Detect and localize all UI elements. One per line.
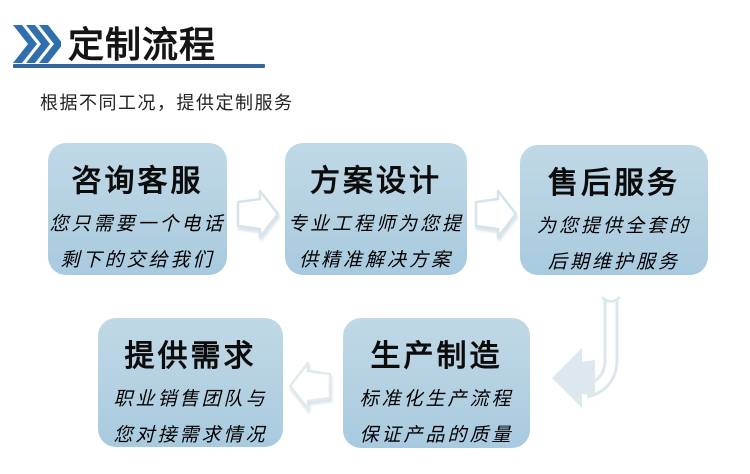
step-title: 售后服务 — [548, 167, 680, 200]
page-title: 定制流程 — [68, 24, 217, 65]
step-description-line: 保证产品的质量 — [359, 424, 514, 446]
arrow-bend-down-left-icon — [552, 292, 621, 408]
subtitle: 根据不同工况，提供定制服务 — [40, 93, 294, 113]
step-title: 生产制造 — [370, 340, 503, 373]
flow-step-requirements: 提供需求 职业销售团队与 您对接需求情况 — [98, 318, 283, 447]
step-description-line: 后期维护服务 — [547, 251, 680, 273]
step-description-line: 剩下的交给我们 — [60, 249, 215, 271]
flow-step-aftersales: 售后服务 为您提供全套的 后期维护服务 — [520, 145, 708, 275]
step-description-line: 供精准解决方案 — [298, 249, 453, 271]
step-description-line: 您只需要一个电话 — [49, 213, 226, 235]
flow-step-manufacturing: 生产制造 标准化生产流程 保证产品的质量 — [343, 318, 530, 448]
arrow-right-icon — [474, 189, 518, 239]
step-description-line: 职业销售团队与 — [113, 388, 268, 410]
flow-step-design: 方案设计 专业工程师为您提 供精准解决方案 — [285, 143, 467, 275]
step-title: 提供需求 — [124, 340, 257, 373]
step-description-line: 专业工程师为您提 — [287, 213, 464, 235]
title-underline — [13, 64, 265, 68]
step-title: 咨询客服 — [71, 165, 204, 198]
step-description-line: 为您提供全套的 — [536, 215, 691, 237]
arrow-right-icon — [236, 189, 280, 239]
arrow-left-icon — [288, 361, 332, 411]
step-title: 方案设计 — [310, 165, 442, 198]
flow-step-consult: 咨询客服 您只需要一个电话 剩下的交给我们 — [48, 143, 227, 275]
step-description-line: 标准化生产流程 — [359, 388, 514, 410]
step-description-line: 您对接需求情况 — [113, 424, 268, 446]
triple-chevron-icon — [13, 25, 61, 63]
